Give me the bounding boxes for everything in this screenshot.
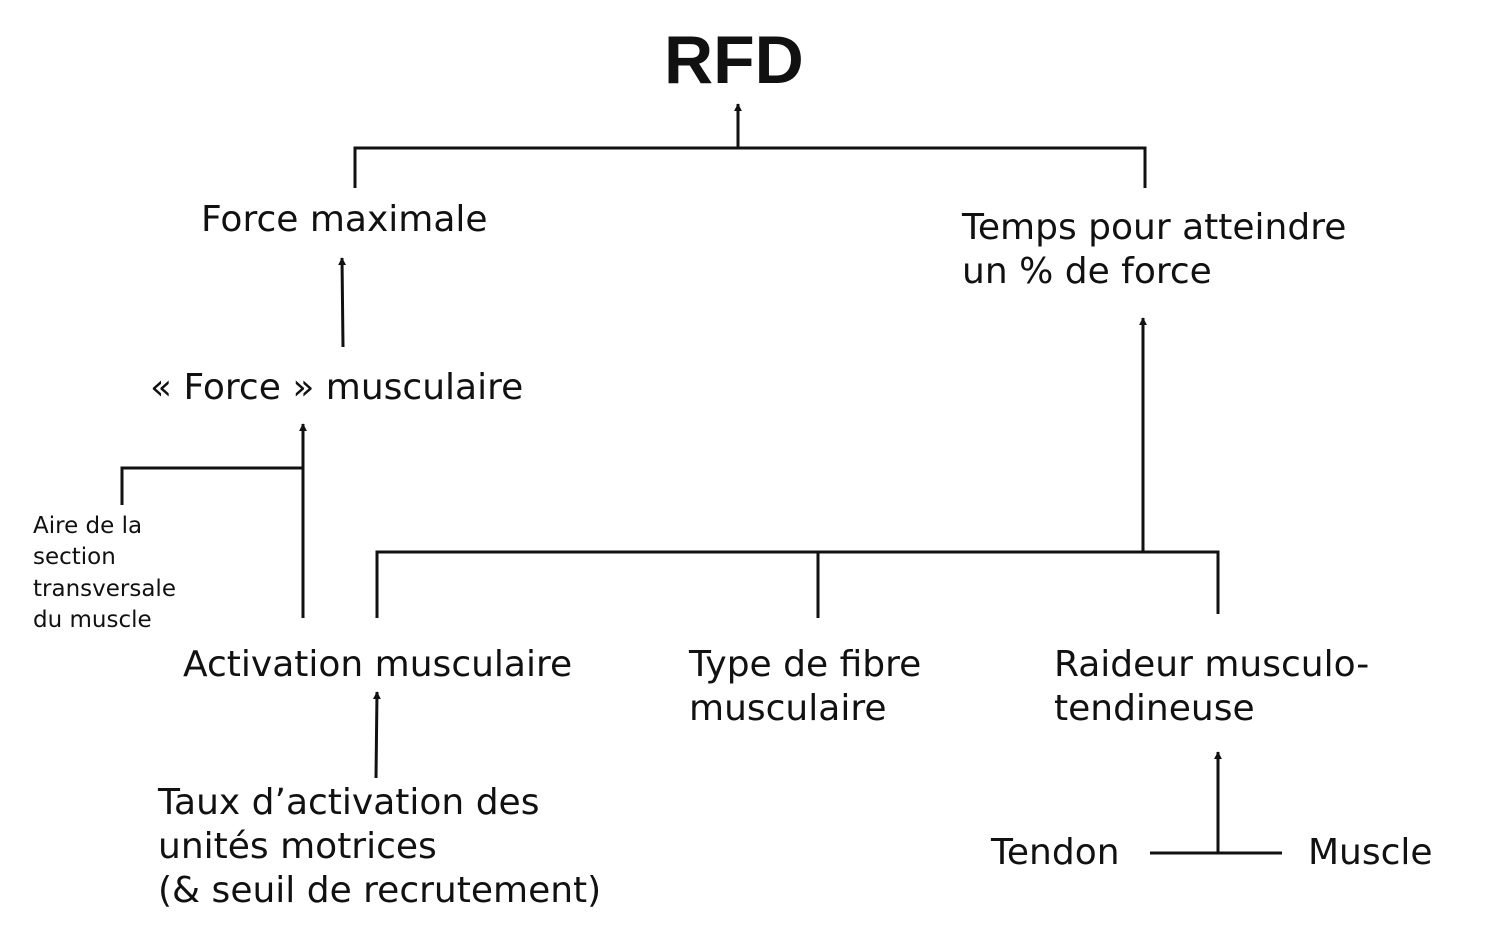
- node-taux-activation: Taux d’activation des unités motrices (&…: [158, 781, 601, 913]
- node-aire-line-2: section: [33, 544, 116, 571]
- node-aire-section: Aire de la section transversale du muscl…: [33, 511, 176, 636]
- node-taux-line-1: Taux d’activation des: [158, 782, 540, 823]
- top-bracket: [353, 146, 1147, 188]
- node-raideur: Raideur musculo- tendineuse: [1054, 643, 1369, 731]
- node-fibre-line-2: musculaire: [689, 687, 887, 729]
- node-raideur-line-1: Raideur musculo-: [1054, 644, 1370, 685]
- node-force-musculaire: « Force » musculaire: [150, 367, 524, 408]
- node-taux-line-2: unités motrices: [158, 825, 437, 867]
- node-force-maximale: Force maximale: [201, 199, 488, 240]
- node-aire-line-4: du muscle: [33, 606, 152, 633]
- node-temps-pour-atteindre: Temps pour atteindre un % de force: [962, 206, 1346, 294]
- node-taux-line-3: (& seuil de recrutement): [158, 869, 602, 911]
- node-temps-line-1: Temps pour atteindre: [962, 207, 1347, 248]
- node-tendon: Tendon: [991, 832, 1120, 873]
- node-activation-musculaire: Activation musculaire: [183, 644, 573, 685]
- node-temps-line-2: un % de force: [962, 250, 1212, 292]
- arrow-to-activation: [372, 691, 381, 779]
- node-aire-line-3: transversale: [33, 575, 176, 602]
- node-type-de-fibre: Type de fibre musculaire: [689, 643, 921, 731]
- diagram-title: RFD: [664, 22, 804, 98]
- aire-bracket: [120, 466, 303, 505]
- node-raideur-line-2: tendineuse: [1054, 687, 1255, 729]
- node-aire-line-1: Aire de la: [33, 513, 143, 539]
- node-muscle: Muscle: [1308, 832, 1433, 873]
- arrow-to-force-maximale: [338, 257, 347, 348]
- bottom-bracket: [375, 550, 1220, 618]
- node-fibre-line-1: Type de fibre: [689, 644, 922, 685]
